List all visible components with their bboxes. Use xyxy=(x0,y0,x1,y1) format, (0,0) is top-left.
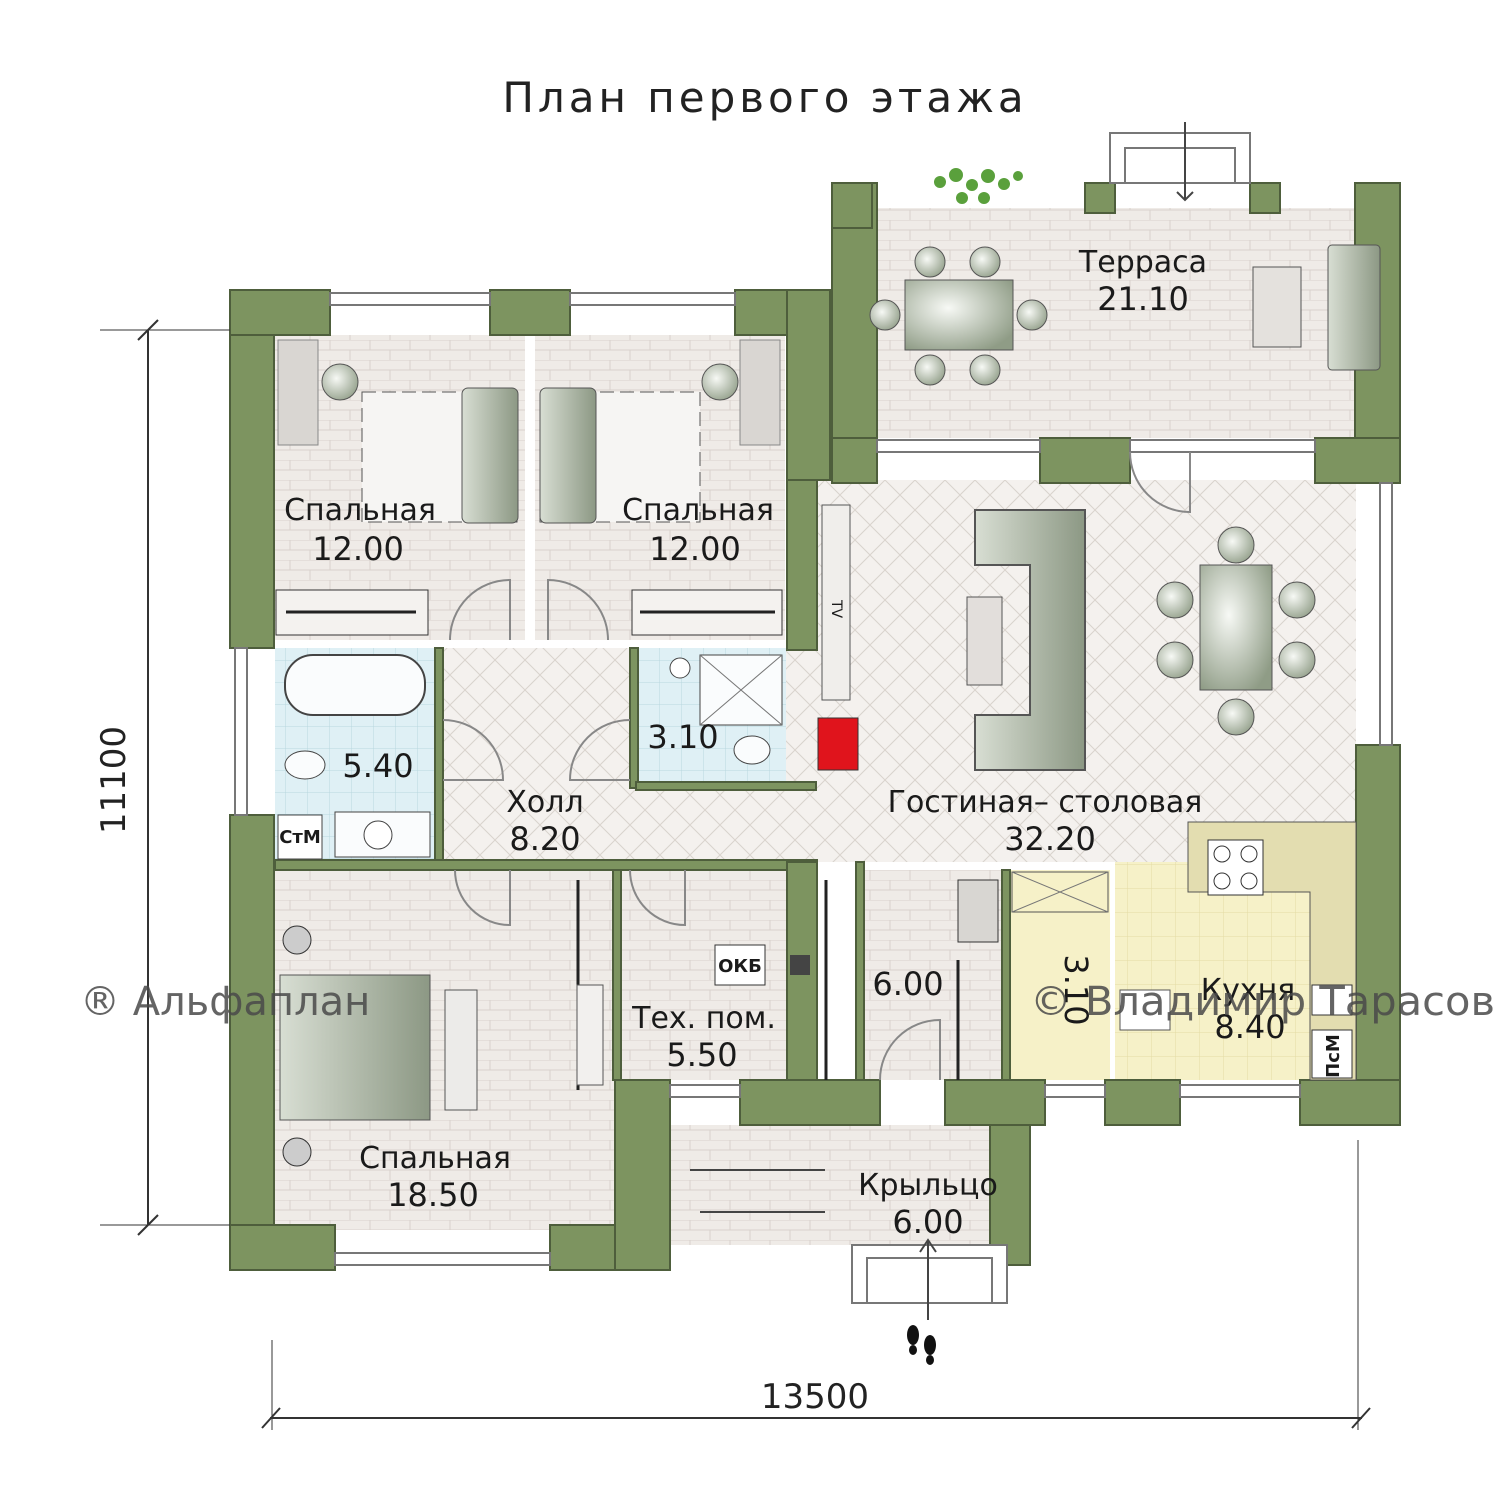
wardrobe-area: 6.00 xyxy=(872,965,943,1003)
living-area: 32.20 xyxy=(1004,820,1096,858)
furniture: TV СтМ ОКБ ПсМ xyxy=(275,168,1381,1213)
bedroom-nc-area: 12.00 xyxy=(649,530,741,568)
tv-unit xyxy=(821,504,851,701)
double-bed xyxy=(279,974,431,1121)
bedroom-nw-name: Спальная xyxy=(284,493,436,528)
kitchen-tag: ПсМ xyxy=(1323,1034,1344,1078)
bedroom-nw-area: 12.00 xyxy=(312,530,404,568)
living-name: Гостиная– столовая xyxy=(888,785,1203,820)
plant-icon xyxy=(934,168,1023,204)
bathtub xyxy=(284,654,426,716)
dimension-width: 13500 xyxy=(761,1377,869,1417)
wc-area: 3.10 xyxy=(647,718,718,756)
bathroom-tag: СтМ xyxy=(279,827,321,848)
bedroom-s-area: 18.50 xyxy=(387,1176,479,1214)
tech-tag: ОКБ xyxy=(718,956,762,977)
dining-table xyxy=(1199,564,1273,691)
hall-name: Холл xyxy=(506,785,583,820)
dimension-height: 11100 xyxy=(94,726,134,834)
hall-area: 8.20 xyxy=(509,820,580,858)
tv-label: TV xyxy=(828,599,844,619)
porch-floor xyxy=(655,1125,1025,1245)
windows xyxy=(234,132,1393,1304)
porch-name: Крыльцо xyxy=(858,1168,998,1203)
tech-name: Тех. пом. xyxy=(631,1001,776,1036)
entry-arrow-icon xyxy=(919,1238,937,1320)
footprints-icon xyxy=(907,1325,936,1365)
doors xyxy=(442,451,1191,1081)
watermark-right: © Владимир Тарасов xyxy=(1030,979,1495,1025)
terrace-coffee-table xyxy=(1252,266,1302,348)
terrace-arrow-icon xyxy=(1176,122,1194,202)
plan-title: План первого этажа xyxy=(502,73,1027,122)
terrace-table xyxy=(904,279,1014,351)
bedroom-nc-name: Спальная xyxy=(622,493,774,528)
pantry-area: 3.10 xyxy=(1057,954,1095,1025)
terrace-name: Терраса xyxy=(1078,245,1207,280)
terrace-area: 21.10 xyxy=(1097,280,1189,318)
stove xyxy=(1207,839,1264,896)
pantry-floor xyxy=(1010,870,1110,1080)
fireplace xyxy=(817,717,859,771)
watermark-left: ® Альфаплан xyxy=(80,979,370,1025)
tech-area: 5.50 xyxy=(666,1036,737,1074)
walls xyxy=(229,182,1401,1271)
room-labels: Терраса 21.10 Спальная 12.00 Спальная 12… xyxy=(284,245,1295,1241)
porch-area: 6.00 xyxy=(892,1203,963,1241)
dimension-vertical xyxy=(100,319,230,1236)
kitchen-name: Кухня xyxy=(1201,973,1295,1008)
bathroom-area: 5.40 xyxy=(342,747,413,785)
kitchen-area: 8.40 xyxy=(1214,1008,1285,1046)
bedroom-s-name: Спальная xyxy=(359,1141,511,1176)
dimension-horizontal xyxy=(261,1140,1371,1430)
terrace-sofa xyxy=(1327,244,1381,371)
living-coffee-table xyxy=(966,596,1003,686)
